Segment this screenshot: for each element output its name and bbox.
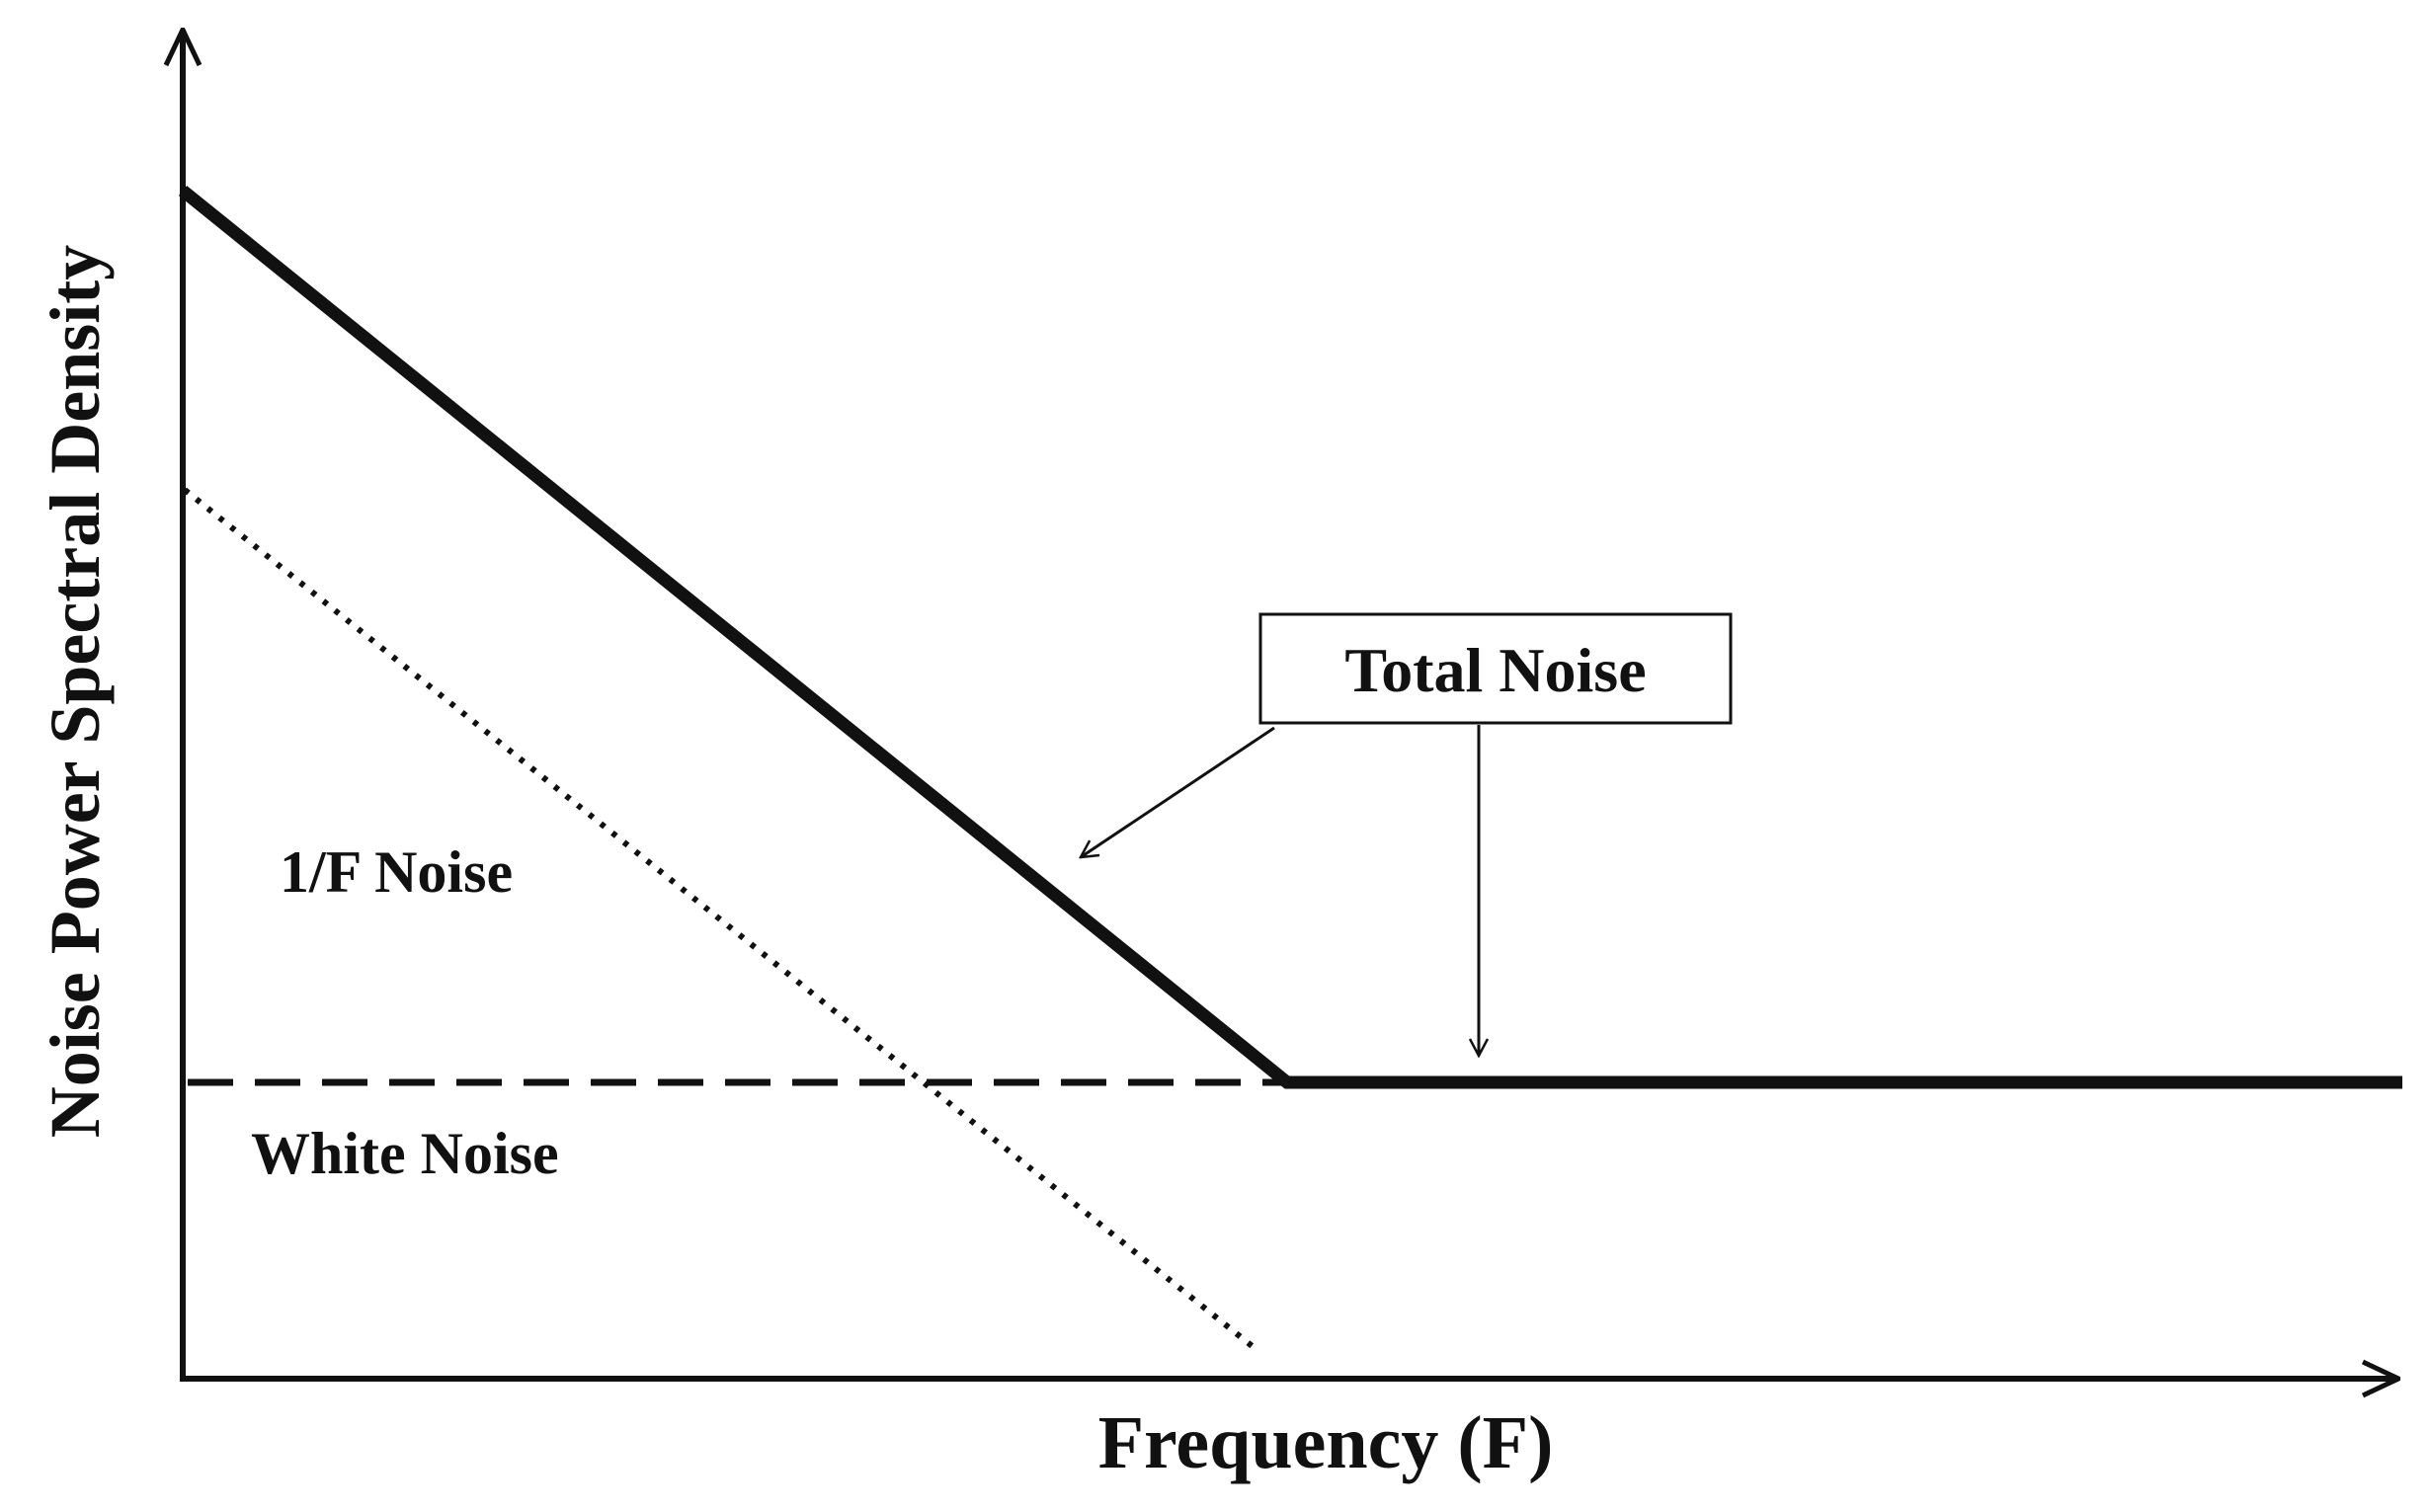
y-axis-label: Noise Power Spectral Density	[36, 245, 115, 1139]
total-noise-line	[178, 185, 2402, 1089]
white-noise-label: White Noise	[251, 1121, 559, 1186]
total-noise-callout-box	[1258, 612, 1733, 725]
total-noise-arrow-to-slope	[1081, 726, 1275, 857]
x-axis-label: Frequency (F)	[1098, 1401, 1554, 1484]
one-over-f-noise-label: 1/F Noise	[280, 839, 513, 905]
total-noise-label: Total Noise	[1344, 635, 1646, 705]
